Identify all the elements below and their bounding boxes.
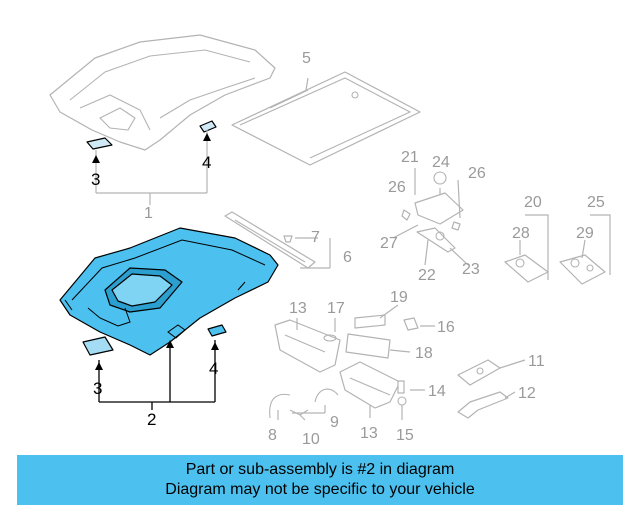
- sun-visor-clip: [82, 324, 227, 356]
- notice-banner: Part or sub-assembly is #2 in diagram Di…: [17, 455, 623, 505]
- callout-12: 12: [518, 385, 536, 402]
- callout-29: 29: [576, 225, 594, 242]
- callout-3-top: 3: [91, 170, 100, 189]
- arrows: [92, 133, 219, 370]
- callout-20: 20: [524, 194, 542, 211]
- sun-visor-clip-ghost: [86, 120, 217, 150]
- map-lamp-ghost: [504, 254, 606, 285]
- callout-7: 7: [311, 229, 320, 246]
- callout-26-right: 26: [468, 165, 486, 182]
- callout-3-bottom: 3: [93, 379, 102, 398]
- callout-1: 1: [144, 205, 153, 222]
- callout-6: 6: [343, 249, 352, 266]
- callout-10: 10: [302, 431, 320, 448]
- trim-strip-ghost: [224, 211, 316, 269]
- callout-labels: 3 4 1 5 7 6 21 24 26 26 27 23 22 20 28 2…: [91, 50, 605, 448]
- callout-11: 11: [528, 353, 545, 370]
- callout-14: 14: [428, 383, 446, 400]
- callout-4-bottom: 4: [209, 359, 218, 378]
- lead-lines-black: [98, 340, 216, 410]
- callout-26-left: 26: [388, 179, 406, 196]
- bracket-ghost: [457, 359, 509, 419]
- callout-27: 27: [380, 235, 398, 252]
- callout-2: 2: [147, 410, 156, 429]
- roof-panel-ghost: [231, 71, 421, 166]
- callout-18: 18: [415, 345, 433, 362]
- grab-handle-ghost: [269, 388, 339, 421]
- callout-28: 28: [512, 225, 530, 242]
- headliner-ghost: [49, 34, 276, 151]
- callout-15: 15: [396, 427, 414, 444]
- callout-4-top: 4: [202, 153, 211, 172]
- callout-22: 22: [418, 267, 436, 284]
- callout-9: 9: [330, 414, 339, 431]
- lead-lines-grey: [95, 77, 611, 420]
- callout-24: 24: [432, 154, 450, 171]
- callout-16: 16: [437, 319, 455, 336]
- headliner-highlighted: [59, 227, 279, 356]
- callout-19: 19: [390, 289, 408, 306]
- callout-25: 25: [587, 194, 605, 211]
- notice-line-2: Diagram may not be specific to your vehi…: [165, 481, 475, 498]
- callout-17: 17: [327, 300, 345, 317]
- parts-diagram: 3 4 1 5 7 6 21 24 26 26 27 23 22 20 28 2…: [49, 34, 611, 448]
- callout-5: 5: [302, 50, 311, 67]
- dome-light-ghost: [401, 171, 464, 253]
- notice-line-1: Part or sub-assembly is #2 in diagram: [185, 461, 455, 478]
- callout-13-bottom: 13: [360, 425, 378, 442]
- callout-13-top: 13: [289, 300, 307, 317]
- callout-23: 23: [462, 261, 480, 278]
- callout-8: 8: [268, 427, 277, 444]
- callout-21: 21: [401, 149, 419, 166]
- sun-visor-ghost: [274, 314, 419, 409]
